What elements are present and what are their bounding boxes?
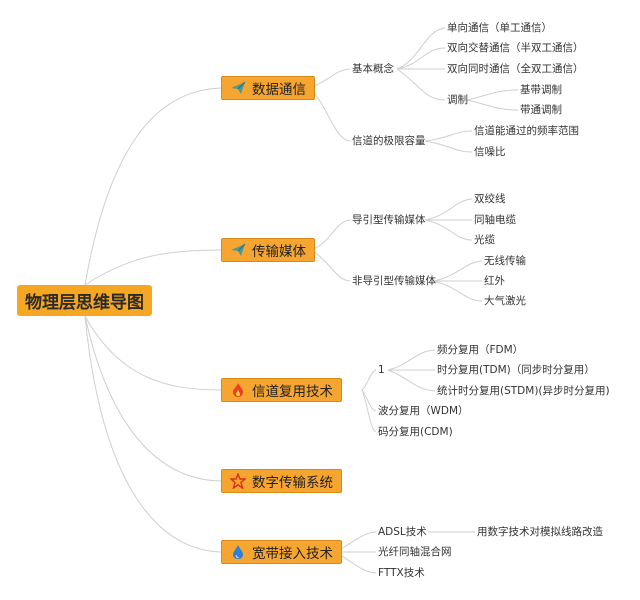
node-laser[interactable]: 大气激光 xyxy=(484,295,526,307)
link-root-digital xyxy=(84,315,222,482)
link-root-multiplex xyxy=(84,315,222,391)
node-fttx[interactable]: FTTX技术 xyxy=(378,567,425,579)
node-passband[interactable]: 带通调制 xyxy=(520,104,562,116)
branch-label: 传输媒体 xyxy=(252,244,306,260)
branch-transmission-media[interactable]: 传输媒体 xyxy=(221,238,315,262)
branch-data-communication[interactable]: 数据通信 xyxy=(221,76,315,100)
node-tdm[interactable]: 时分复用(TDM)（同步时分复用） xyxy=(437,364,595,376)
flame-icon xyxy=(230,382,246,398)
node-full-duplex[interactable]: 双向同时通信（全双工通信） xyxy=(447,63,584,75)
node-adsl[interactable]: ADSL技术 xyxy=(378,526,427,538)
node-guided-media[interactable]: 导引型传输媒体 xyxy=(352,214,426,226)
paper-plane-icon xyxy=(230,242,246,258)
node-coax[interactable]: 同轴电缆 xyxy=(474,214,516,226)
node-cdm[interactable]: 码分复用(CDM) xyxy=(378,426,453,438)
node-snr[interactable]: 信噪比 xyxy=(474,146,506,158)
water-drop-icon xyxy=(230,544,246,560)
branch-label: 数据通信 xyxy=(252,82,306,98)
branch-label: 数字传输系统 xyxy=(252,475,333,491)
node-baseband[interactable]: 基带调制 xyxy=(520,84,562,96)
node-simplex[interactable]: 单向通信（单工通信） xyxy=(447,22,552,34)
node-adsl-desc[interactable]: 用数字技术对模拟线路改造 xyxy=(477,526,603,538)
node-bandwidth-range[interactable]: 信道能通过的频率范围 xyxy=(474,125,579,137)
node-infrared[interactable]: 红外 xyxy=(484,275,505,287)
node-stdm[interactable]: 统计时分复用(STDM)(异步时分复用) xyxy=(437,385,610,397)
branch-broadband-access[interactable]: 宽带接入技术 xyxy=(221,540,342,564)
node-wdm[interactable]: 波分复用（WDM） xyxy=(378,405,469,417)
branch-digital-transmission[interactable]: 数字传输系统 xyxy=(221,469,342,493)
node-half-duplex[interactable]: 双向交替通信（半双工通信） xyxy=(447,42,584,54)
root-node[interactable]: 物理层思维导图 xyxy=(17,285,152,316)
node-unguided-media[interactable]: 非导引型传输媒体 xyxy=(352,275,436,287)
node-channel-limit[interactable]: 信道的极限容量 xyxy=(352,135,426,147)
branch-label: 信道复用技术 xyxy=(252,384,333,400)
link-root-broadband xyxy=(84,315,222,553)
node-twisted-pair[interactable]: 双绞线 xyxy=(474,193,506,205)
branch-label: 宽带接入技术 xyxy=(252,546,333,562)
node-fiber[interactable]: 光缆 xyxy=(474,234,495,246)
node-modulation[interactable]: 调制 xyxy=(447,94,468,106)
node-fdm[interactable]: 频分复用（FDM） xyxy=(437,344,524,356)
node-hfc[interactable]: 光纤同轴混合网 xyxy=(378,546,452,558)
node-basic-concept[interactable]: 基本概念 xyxy=(352,63,394,75)
branch-channel-multiplexing[interactable]: 信道复用技术 xyxy=(221,378,342,402)
star-icon xyxy=(230,473,246,489)
node-one[interactable]: 1 xyxy=(378,364,385,376)
paper-plane-icon xyxy=(230,80,246,96)
link-root-data-comm xyxy=(84,87,222,286)
link-root-media xyxy=(84,249,222,286)
node-wireless[interactable]: 无线传输 xyxy=(484,255,526,267)
